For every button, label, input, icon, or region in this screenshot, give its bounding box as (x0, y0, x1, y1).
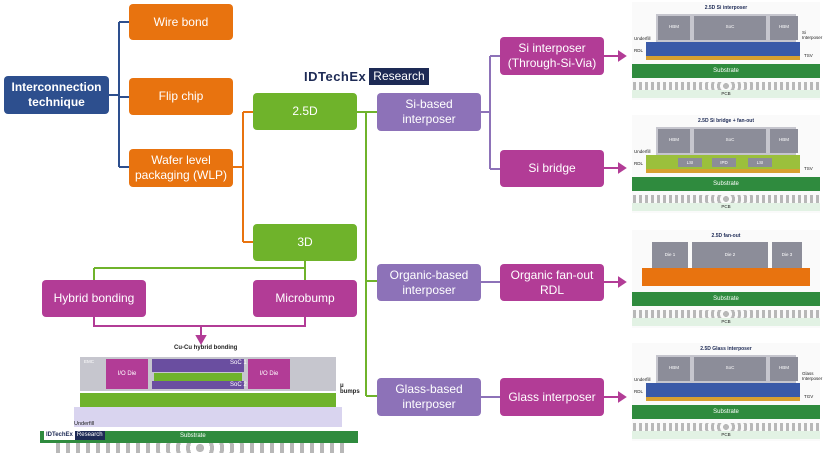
navy-connectors (109, 21, 129, 168)
thumbnail-fanout: 2.5D fan-out Die 1 Die 2 Die 3 Substrate… (632, 230, 820, 328)
emc-label: EMC (84, 359, 94, 364)
underfill-label: Underfill (634, 149, 651, 154)
node-flip-chip: Flip chip (129, 78, 233, 115)
idtechex-logo: IDTechEx Research (304, 68, 429, 85)
io-die-left-label: I/O Die (117, 371, 137, 377)
rdl-label: RDL (634, 161, 644, 166)
die-2-label: Die 2 (724, 252, 736, 257)
soc-label: SoC (725, 137, 735, 142)
thumb-title: 2.5D Si interposer (704, 5, 748, 11)
soc2-label: SoC 2 (230, 382, 247, 388)
hybrid-bonding-cross-section: Cu-Cu hybrid bonding EMC I/O Die SoC 1 S… (40, 343, 360, 455)
orange-connectors (233, 111, 253, 243)
node-organic-based-interposer: Organic-based interposer (377, 264, 481, 301)
side-label: Glass Interposer (802, 371, 823, 381)
substrate-label: Substrate (713, 409, 739, 415)
hbm-label: HBM (779, 365, 789, 370)
hbm-label: HBM (779, 24, 789, 29)
purple-connectors (481, 55, 625, 398)
substrate-label: Substrate (180, 433, 206, 439)
pcb-label: PCB (721, 432, 731, 437)
hbm-label: HBM (669, 24, 679, 29)
thumbnail-si-bridge: 2.5D Si bridge + fan-out HBM SoC HBM LSI… (632, 115, 820, 213)
hbm-label: HBM (669, 137, 679, 142)
pcb-label: PCB (721, 91, 731, 96)
tsv-label: TSV (804, 166, 813, 171)
die-1-label: Die 1 (664, 252, 676, 257)
thumb-title: 2.5D Si bridge + fan-out (698, 118, 754, 124)
soc-label: SoC (725, 24, 735, 29)
node-interconnection-technique: Interconnection technique (4, 76, 109, 114)
node-si-based-interposer: Si-based interposer (377, 93, 481, 131)
rdl-label: RDL (634, 389, 644, 394)
node-glass-interposer: Glass interposer (500, 378, 604, 416)
underfill-label: Underfill (74, 421, 95, 427)
thumbnail-si-interposer: 2.5D Si interposer HBM SoC HBM Underfill… (632, 2, 823, 100)
underfill-label: Underfill (634, 377, 651, 382)
logo-brand: IDTechEx (304, 69, 367, 84)
substrate-label: Substrate (713, 181, 739, 187)
node-organic-fanout-rdl: Organic fan-out RDL (500, 264, 604, 301)
tgv-label: TGV (804, 394, 814, 399)
lsi-label: LSI (756, 160, 764, 165)
node-3d: 3D (253, 224, 357, 261)
node-glass-based-interposer: Glass-based interposer (377, 378, 481, 416)
node-si-interposer: Si interposer (Through-Si-Via) (500, 37, 604, 75)
thumb-title: 2.5D fan-out (711, 233, 741, 239)
thumbnail-glass-interposer: 2.5D Glass interposer HBM SoC HBM Underf… (632, 343, 823, 441)
cross-section-logo: IDTechEx Research (44, 431, 105, 440)
substrate-label: Substrate (713, 68, 739, 74)
pcb-label: PCB (721, 204, 731, 209)
cu-cu-hybrid-bonding-label: Cu-Cu hybrid bonding (174, 345, 238, 351)
soc-label: SoC (725, 365, 735, 370)
die-3-label: Die 3 (781, 252, 793, 257)
rdl-label: RDL (634, 48, 644, 53)
hbm-label: HBM (779, 137, 789, 142)
node-microbump: Microbump (253, 280, 357, 317)
io-die-right-label: I/O Die (259, 371, 279, 377)
micro-bumps-label: μ bumps (340, 383, 360, 395)
node-2-5d: 2.5D (253, 93, 357, 130)
thumb-title: 2.5D Glass interposer (700, 346, 752, 352)
underfill-label: Underfill (634, 36, 651, 41)
node-wire-bond: Wire bond (129, 4, 233, 40)
tsv-label: TSV (804, 53, 813, 58)
ipd-label: IPD (720, 160, 728, 165)
pcb-label: PCB (721, 319, 731, 324)
side-label: Si Interposer (802, 30, 823, 40)
lsi-label: LSI (686, 160, 694, 165)
hbm-label: HBM (669, 365, 679, 370)
node-si-bridge: Si bridge (500, 150, 604, 187)
logo-suffix: Research (369, 68, 429, 85)
node-wafer-level-packaging: Wafer level packaging (WLP) (129, 149, 233, 187)
node-hybrid-bonding: Hybrid bonding (42, 280, 146, 317)
magenta-connectors (93, 50, 627, 403)
green-connectors (93, 111, 377, 397)
soc1-label: SoC 1 (230, 360, 247, 366)
substrate-label: Substrate (713, 296, 739, 302)
